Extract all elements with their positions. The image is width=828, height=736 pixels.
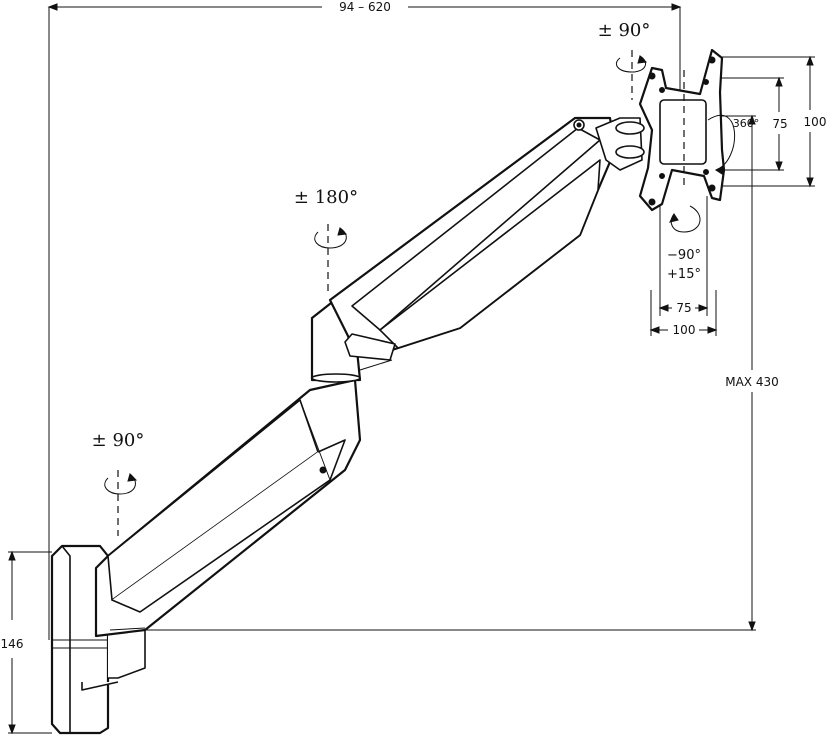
tilt-indicator: −90° +15° (667, 205, 701, 282)
head-swivel-label: ± 90° (598, 20, 651, 41)
vesa-vertical-dimensions: 100 75 (712, 55, 827, 188)
head-swivel-indicator: ± 90° (598, 20, 651, 100)
tilt-up-label: +15° (667, 267, 701, 282)
head-pivot (595, 117, 645, 171)
max-height-dimension: MAX 430 (130, 114, 779, 632)
vesa-horizontal-dimensions: 75 100 (649, 196, 718, 337)
upper-arm (328, 116, 617, 371)
lower-arm (94, 378, 362, 638)
vesa-inner-vertical-label: 75 (772, 117, 787, 131)
vesa-inner-horizontal-label: 75 (676, 301, 691, 315)
vesa-outer-horizontal-label: 100 (673, 323, 696, 337)
plate-rotation-indicator: 360° (733, 117, 760, 130)
wall-plate (50, 544, 146, 735)
wall-plate-height-label: 146 (1, 637, 24, 651)
wall-plate-height-dimension: 146 (1, 550, 52, 735)
reach-label: 94 – 620 (339, 0, 391, 14)
vesa-plate (638, 48, 735, 212)
max-height-label: MAX 430 (725, 375, 779, 389)
mid-swivel-indicator: ± 180° (294, 187, 358, 294)
base-swivel-label: ± 90° (92, 430, 145, 451)
plate-rotation-label: 360° (733, 117, 760, 130)
tilt-down-label: −90° (667, 248, 701, 263)
vesa-outer-vertical-label: 100 (804, 115, 827, 129)
reach-dimension: 94 – 620 (47, 0, 682, 640)
mid-swivel-label: ± 180° (294, 187, 358, 208)
base-swivel-indicator: ± 90° (92, 430, 145, 536)
